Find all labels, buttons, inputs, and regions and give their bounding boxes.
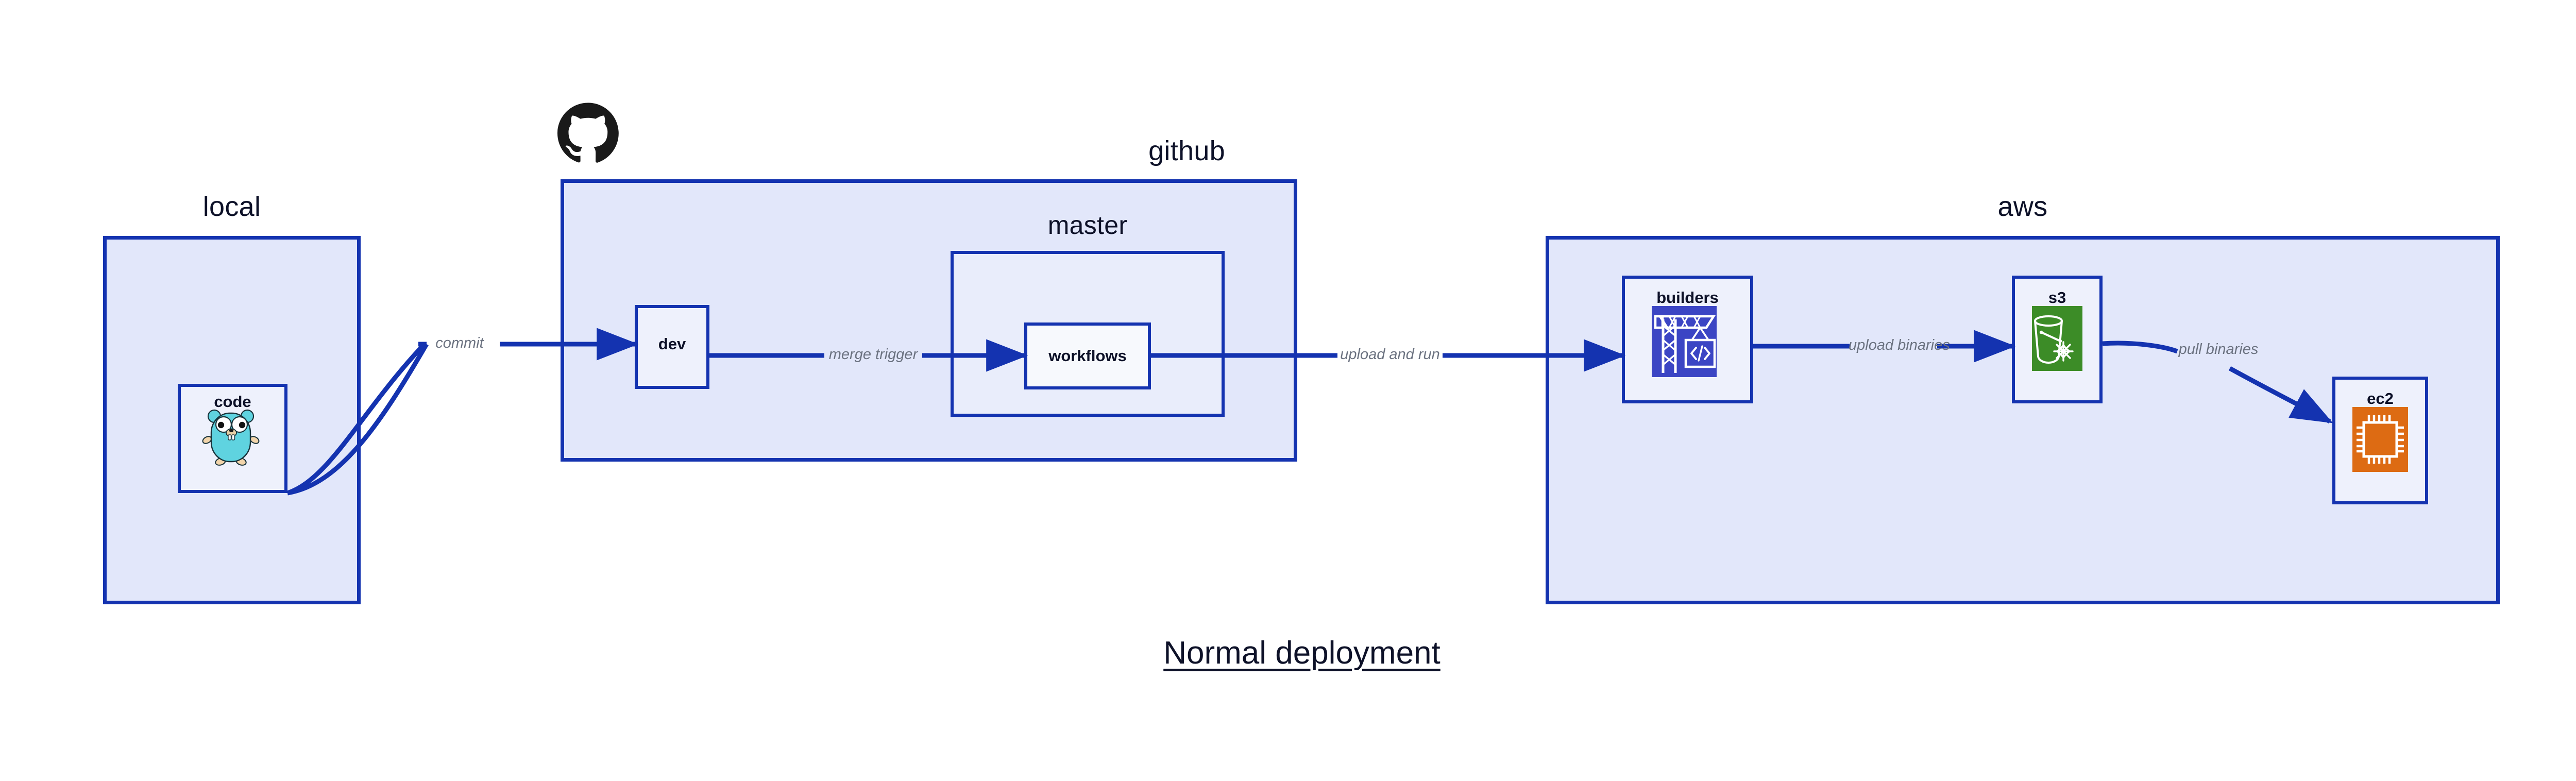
node-builders-label: builders <box>1656 288 1719 307</box>
edge-label-upload-binaries: upload binaries <box>1849 337 1950 353</box>
edge-label-upload-and-run: upload and run <box>1340 346 1440 363</box>
diagram-title: Normal deployment <box>1163 635 1440 671</box>
node-code-label: code <box>214 393 251 411</box>
group-local-label: local <box>202 191 261 222</box>
edge-label-merge-trigger: merge trigger <box>828 346 918 363</box>
node-dev[interactable] <box>635 305 709 389</box>
group-github-label: github <box>1148 135 1225 166</box>
node-builders[interactable] <box>1622 276 1753 403</box>
node-workflows[interactable] <box>1024 322 1151 389</box>
node-workflows-label: workflows <box>1048 347 1127 365</box>
edge-label-pull-binaries: pull binaries <box>2178 341 2259 358</box>
node-s3-label: s3 <box>2048 288 2066 307</box>
group-master-label: master <box>1047 211 1128 240</box>
node-ec2-label: ec2 <box>2367 389 2394 408</box>
group-aws-label: aws <box>1997 191 2048 222</box>
edge-label-commit: commit <box>435 335 484 351</box>
node-dev-label: dev <box>658 335 686 353</box>
